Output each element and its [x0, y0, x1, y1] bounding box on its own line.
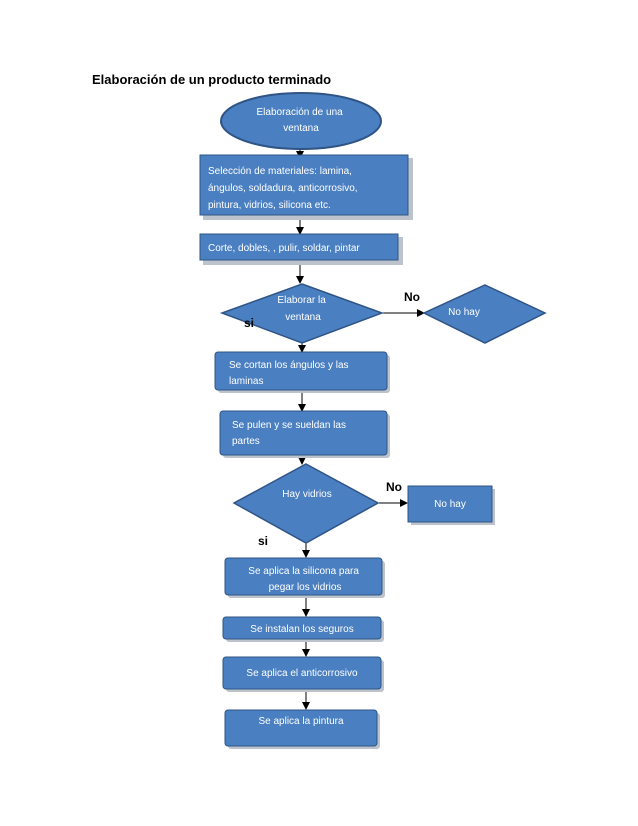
decision-2: Hay vidrios: [232, 463, 380, 544]
no-hay-node-1-text: No hay: [448, 307, 480, 318]
decision-1-text: Elaborar la ventana: [277, 295, 328, 323]
process-box: Corte, dobles, , pulir, soldar, pintar: [199, 233, 403, 265]
decision-1: Elaborar la ventana: [219, 283, 385, 344]
step-cut-text: Se cortan los ángulos y las laminas: [229, 360, 351, 387]
step-paint-box: Se aplica la pintura: [224, 709, 380, 749]
step-locks-text: Se instalan los seguros: [250, 624, 353, 635]
materials-box-text: Selección de materiales: lamina, ángulos…: [208, 166, 360, 211]
no-hay-node-1: No hay: [422, 284, 547, 344]
step-silicone-text: Se aplica la silicona para pegar los vid…: [248, 566, 361, 593]
materials-box: Selección de materiales: lamina, ángulos…: [199, 154, 413, 220]
no-hay-node-2: No hay: [407, 485, 495, 525]
start-node: Elaboración de una ventana: [220, 92, 382, 150]
step-anticorrosive-text: Se aplica el anticorrosivo: [246, 668, 358, 679]
no-hay-node-2-text: No hay: [434, 499, 466, 510]
step-silicone-box: Se aplica la silicona para pegar los vid…: [224, 557, 385, 598]
step-polish-box: Se pulen y se sueldan las partes: [219, 410, 390, 458]
label-no-1: No: [404, 290, 420, 304]
step-anticorrosive-box: Se aplica el anticorrosivo: [222, 656, 384, 692]
label-si-1: si: [244, 316, 254, 330]
process-box-text: Corte, dobles, , pulir, soldar, pintar: [208, 243, 360, 254]
label-si-2: si: [258, 534, 268, 548]
connectors: [296, 146, 425, 710]
step-locks-box: Se instalan los seguros: [222, 616, 384, 642]
step-paint-text: Se aplica la pintura: [258, 716, 343, 727]
decision-2-text: Hay vidrios: [282, 489, 331, 500]
label-no-2: No: [386, 480, 402, 494]
step-cut-box: Se cortan los ángulos y las laminas: [214, 351, 390, 393]
page-title: Elaboración de un producto terminado: [92, 72, 332, 87]
start-node-text: Elaboración de una ventana: [257, 107, 346, 134]
step-polish-text: Se pulen y se sueldan las partes: [232, 420, 349, 447]
